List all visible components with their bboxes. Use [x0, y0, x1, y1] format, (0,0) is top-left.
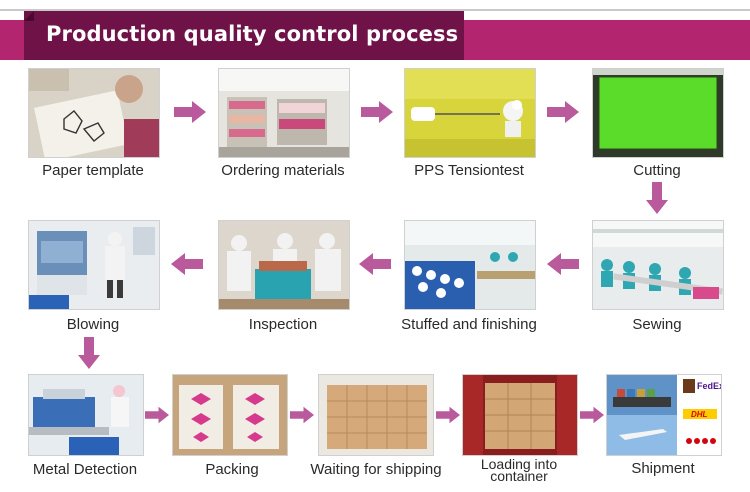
photo-sewing — [592, 220, 724, 310]
photo-inspection — [218, 220, 350, 310]
step-label-loading-into-container: Loading into container — [480, 456, 558, 484]
photo-metal-detection — [28, 374, 144, 456]
photo-shipment: FedEx DHL — [606, 374, 722, 456]
photo-packing — [172, 374, 288, 456]
step-label-inspection: Inspection — [248, 316, 318, 333]
fedex-logo-text: FedEx — [697, 381, 721, 391]
step-label-shipment: Shipment — [631, 460, 695, 477]
arrow-right-icon — [174, 101, 206, 123]
photo-blowing — [28, 220, 160, 310]
photo-cutting — [592, 68, 724, 158]
arrow-down-icon — [78, 337, 100, 369]
arrow-left-icon — [171, 253, 203, 275]
photo-ordering-materials — [218, 68, 350, 158]
arrow-right-icon — [145, 406, 169, 424]
step-label-blowing: Blowing — [66, 316, 120, 333]
arrow-right-icon — [580, 406, 604, 424]
photo-waiting-for-shipping — [318, 374, 434, 456]
photo-loading-into-container — [462, 374, 578, 456]
arrow-left-icon — [547, 253, 579, 275]
step-label-waiting-for-shipping: Waiting for shipping — [310, 461, 442, 478]
banner-fold-corner — [24, 11, 34, 21]
photo-pps-tension-test — [404, 68, 536, 158]
arrow-right-icon — [361, 101, 393, 123]
step-label-paper-template: Paper template — [42, 162, 144, 179]
arrow-right-icon — [436, 406, 460, 424]
photo-stuffed-and-finishing — [404, 220, 536, 310]
step-label-ordering-materials: Ordering materials — [221, 162, 345, 179]
arrow-left-icon — [359, 253, 391, 275]
step-label-packing: Packing — [205, 461, 259, 478]
step-label-pps-tensiontest: PPS Tensiontest — [414, 162, 524, 179]
step-label-sewing: Sewing — [632, 316, 682, 333]
step-label-metal-detection: Metal Detection — [32, 461, 138, 478]
title-banner-tab — [24, 11, 464, 60]
step-label-cutting: Cutting — [633, 162, 681, 179]
dhl-logo-text: DHL — [691, 410, 708, 419]
arrow-right-icon — [547, 101, 579, 123]
arrow-down-icon — [646, 182, 668, 214]
step-label-stuffed-and-finishing: Stuffed and finishing — [401, 316, 537, 333]
page-title: Production quality control process — [46, 22, 459, 46]
arrow-right-icon — [290, 406, 314, 424]
photo-paper-template — [28, 68, 160, 158]
banner-top-rule — [0, 9, 750, 11]
